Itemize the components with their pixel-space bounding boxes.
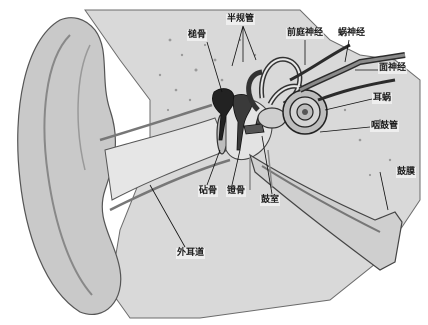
label-semicircular-canals: 半规管 [226, 14, 255, 25]
label-tympanic-cavity: 鼓室 [260, 195, 280, 206]
label-malleus: 槌骨 [187, 30, 207, 41]
vestibule-shape [258, 108, 286, 128]
label-stapes: 镫骨 [226, 186, 246, 197]
label-cochlear-nerve: 蜗神经 [337, 28, 366, 39]
label-vestibular-nerve: 前庭神经 [286, 28, 324, 39]
label-cochlea: 耳蜗 [372, 93, 392, 104]
label-external-canal: 外耳道 [176, 248, 205, 259]
cochlea-shape [283, 90, 327, 134]
auricle [18, 18, 121, 315]
label-facial-nerve: 面神经 [378, 63, 407, 74]
label-eustachian-tube: 咽鼓管 [370, 121, 399, 132]
label-eardrum: 鼓膜 [396, 167, 416, 178]
label-incus: 砧骨 [198, 186, 218, 197]
